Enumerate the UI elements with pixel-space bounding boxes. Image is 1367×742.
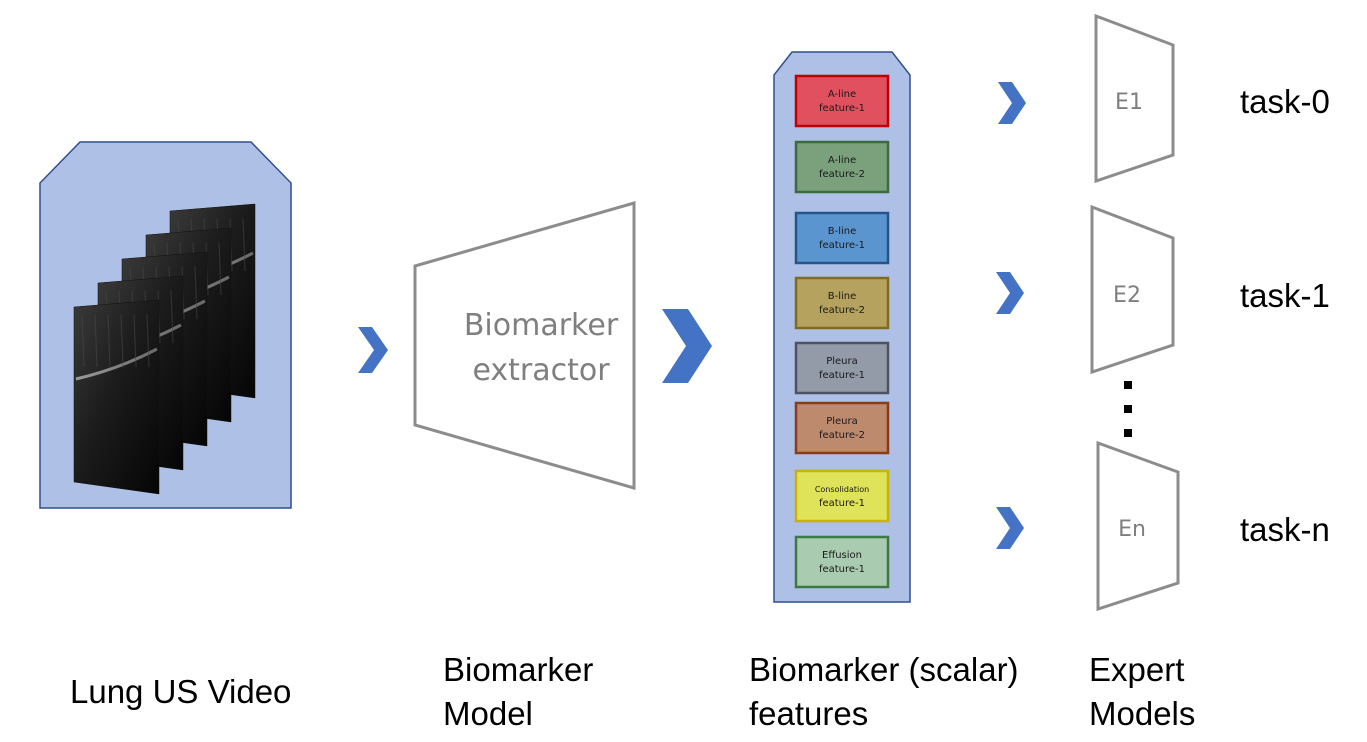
feature-label-line-2: feature-1 (819, 370, 865, 381)
speckle-streak (81, 314, 85, 368)
expert-shape-1 (1094, 13, 1175, 184)
feature-label-line-2: feature-1 (819, 103, 865, 114)
caption-biomarker-features: Biomarker (scalar) features (749, 648, 1019, 736)
speckle-streak (242, 218, 246, 272)
ellipsis-dots (1124, 381, 1132, 437)
expert-model-1: E1 (1094, 13, 1175, 184)
feature-label-line-1: B-line (828, 226, 857, 237)
feature-label-line-1: Pleura (826, 416, 858, 427)
caption-line: Model (443, 695, 533, 732)
biomarker-extractor: Biomarker extractor (413, 201, 636, 490)
speckle-streak (146, 314, 150, 368)
expert-shape-2 (1090, 204, 1175, 375)
feature-label-line-2: feature-1 (819, 564, 865, 575)
feature-box (794, 341, 890, 395)
feature-box (794, 469, 890, 523)
feature-label-line-1: A-line (828, 89, 856, 100)
speckle-streak (194, 266, 198, 320)
arrow-to-expert-2 (996, 272, 1024, 314)
arrow-to-features (662, 309, 712, 383)
feature-box (794, 401, 890, 455)
caption-lung-us-video: Lung US Video (70, 670, 291, 714)
caption-line: Biomarker (scalar) (749, 651, 1019, 688)
feature-label-line-2: feature-2 (819, 430, 865, 441)
speckle-streak (218, 242, 222, 296)
task-label-0: task-0 (1240, 83, 1330, 120)
feature-boxes: A-linefeature-1A-linefeature-2B-linefeat… (794, 74, 890, 589)
feature-label-line-2: feature-1 (819, 498, 865, 509)
task-label-1: task-1 (1240, 277, 1330, 314)
caption-line: Expert (1089, 651, 1185, 688)
speckle-streak (133, 314, 137, 368)
feature-box (794, 211, 890, 265)
task-label-n: task-n (1240, 511, 1330, 548)
pleural-line (75, 347, 158, 381)
feature-label-line-2: feature-2 (819, 169, 865, 180)
feature-label-line-2: feature-1 (819, 240, 865, 251)
feature-label-line-1: A-line (828, 155, 856, 166)
caption-biomarker-model: Biomarker Model (443, 648, 593, 736)
feature-box (794, 140, 890, 194)
feature-label-line-1: B-line (828, 291, 857, 302)
extractor-title-line-2: extractor (472, 353, 610, 388)
caption-line: Models (1089, 695, 1196, 732)
expert-model-n: En (1096, 440, 1180, 612)
expert-label-2: E2 (1113, 283, 1141, 308)
ellipsis-dot (1124, 429, 1132, 437)
caption-line: features (749, 695, 869, 732)
feature-box (794, 535, 890, 589)
ultrasound-frame (73, 299, 160, 495)
expert-label-1: E1 (1115, 90, 1143, 115)
features-panel: A-linefeature-1A-linefeature-2B-linefeat… (773, 51, 911, 603)
feature-label-line-1: Effusion (822, 550, 862, 561)
video-panel (39, 141, 292, 509)
expert-model-2: E2 (1090, 204, 1175, 375)
ultrasound-frames (73, 203, 256, 495)
feature-box (794, 276, 890, 330)
feature-label-line-1: Pleura (826, 356, 858, 367)
ellipsis-dot (1124, 381, 1132, 389)
ellipsis-dot (1124, 405, 1132, 413)
extractor-title-line-1: Biomarker (464, 308, 619, 343)
caption-line: Lung US Video (70, 673, 292, 710)
arrow-to-expert-n (996, 507, 1024, 549)
caption-line: Biomarker (443, 651, 594, 688)
extractor-shape (413, 201, 636, 490)
caption-expert-models: Expert Models (1089, 648, 1195, 736)
feature-box (794, 74, 890, 128)
feature-label-line-1: Consolidation (815, 485, 869, 494)
expert-label-n: En (1118, 517, 1146, 542)
speckle-streak (94, 314, 98, 368)
speckle-streak (170, 290, 174, 344)
arrow-to-expert-1 (998, 82, 1026, 124)
speckle-streak (107, 314, 111, 368)
speckle-streak (120, 314, 124, 368)
arrow-to-extractor (358, 327, 388, 373)
expert-shape-n (1096, 440, 1180, 612)
feature-label-line-2: feature-2 (819, 305, 865, 316)
